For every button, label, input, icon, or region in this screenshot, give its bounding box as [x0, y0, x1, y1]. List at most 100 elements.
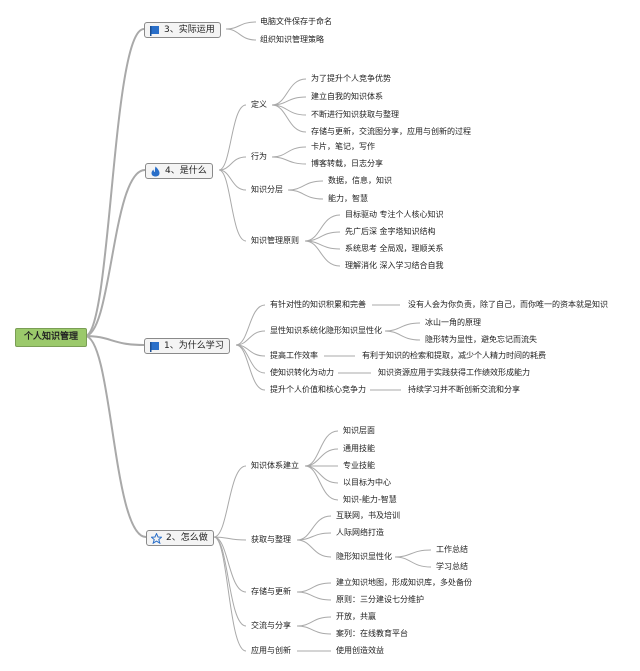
- connector-line: [304, 430, 339, 467]
- connector-line: [218, 169, 247, 242]
- connector-line: [213, 536, 247, 652]
- branch-node-how-to[interactable]: 2、怎么做: [146, 530, 214, 546]
- branch-node-what-is[interactable]: 4、是什么: [145, 163, 213, 179]
- connector-line: [271, 78, 307, 106]
- connector-line: [384, 330, 421, 341]
- branch-label: 2、怎么做: [166, 533, 208, 543]
- leaf-text: 学习总结: [436, 562, 468, 571]
- leaf-text: 知识-能力-智慧: [343, 495, 397, 504]
- connector-line: [213, 536, 247, 627]
- leaf-text: 建立自我的知识体系: [311, 92, 383, 101]
- leaf-text: 没有人会为你负责，除了自己，而你唯一的资本就是知识: [408, 300, 608, 309]
- group-label: 获取与整理: [251, 535, 291, 544]
- branch-node-why-learn[interactable]: 1、为什么学习: [144, 338, 230, 354]
- connector-line: [84, 169, 146, 337]
- leaf-text: 开放，共赢: [336, 612, 376, 621]
- leaf-text: 数据，信息，知识: [328, 176, 392, 185]
- leaf-text: 先广后深 金字塔知识结构: [345, 227, 436, 236]
- connector-line: [84, 28, 145, 337]
- connector-line: [296, 591, 332, 601]
- leaf-text: 知识资源应用于实践获得工作绩效形成能力: [378, 368, 530, 377]
- leaf-text: 存储与更新，交流图分享，应用与创新的过程: [311, 127, 471, 136]
- leaf-text: 有利于知识的检索和提取，减少个人精力时间的耗费: [362, 351, 546, 360]
- connector-line: [235, 344, 266, 374]
- connector-line: [296, 582, 332, 593]
- leaf-text: 为了提升个人竞争优势: [311, 74, 391, 83]
- group-label: 有针对性的知识积累和完善: [270, 300, 366, 309]
- group-label: 应用与创新: [251, 646, 291, 655]
- connector-line: [394, 549, 432, 558]
- group-label: 使知识转化为动力: [270, 368, 334, 377]
- connector-line: [218, 169, 247, 191]
- branch-label: 1、为什么学习: [164, 341, 224, 351]
- leaf-text: 使用创造效益: [336, 646, 384, 655]
- fire-icon: [150, 166, 161, 177]
- leaf-text: 博客转载，日志分享: [311, 159, 383, 168]
- star-icon: [150, 531, 163, 544]
- leaf-text: 不断进行知识获取与整理: [311, 110, 399, 119]
- leaf-text: 工作总结: [436, 545, 468, 554]
- connector-line: [304, 448, 339, 467]
- leaf-text: 隐形转为显性，避免忘记而流失: [425, 335, 537, 344]
- connector-line: [296, 539, 332, 558]
- group-label-layers: 知识分层: [251, 185, 283, 194]
- leaf-text: 系统思考 全局观，理顺关系: [345, 244, 444, 253]
- group-label: 知识体系建立: [251, 461, 299, 470]
- leaf-text: 专业技能: [343, 461, 375, 470]
- connector-line: [296, 515, 332, 541]
- connector-line: [271, 156, 307, 165]
- group-label-behavior: 行为: [251, 152, 267, 161]
- branch-label: 3、实际运用: [164, 25, 215, 35]
- connector-line: [235, 344, 266, 391]
- connector-line: [235, 330, 266, 346]
- connector-line: [287, 189, 324, 200]
- leaf-text: 隐形知识显性化: [336, 552, 392, 561]
- connector-line: [218, 104, 247, 171]
- connector-line: [213, 536, 247, 593]
- leaf-text: 建立知识地图，形成知识库，多处备份: [336, 578, 472, 587]
- leaf-text: 互联网，书及培训: [336, 511, 400, 520]
- branch-node-practical-use[interactable]: 3、实际运用: [144, 22, 221, 38]
- root-node[interactable]: 个人知识管理: [15, 328, 87, 347]
- connector-line: [84, 335, 145, 346]
- leaf-text: 电脑文件保存于命名: [260, 17, 332, 26]
- connector-line: [225, 21, 257, 30]
- connector-line: [384, 322, 421, 332]
- leaf-text: 知识层面: [343, 426, 375, 435]
- connector-line: [296, 616, 332, 627]
- leaf-text: 组织知识管理策略: [260, 35, 324, 44]
- group-label: 提升个人价值和核心竞争力: [270, 385, 366, 394]
- connector-line: [304, 465, 339, 484]
- leaf-text: 理解消化 深入学习结合自我: [345, 261, 444, 270]
- connector-line: [394, 556, 432, 568]
- connector-line: [84, 335, 147, 538]
- leaf-text: 案列：在线教育平台: [336, 629, 408, 638]
- connector-line: [304, 465, 339, 501]
- leaf-text: 卡片，笔记，写作: [311, 142, 375, 151]
- connector-line: [304, 214, 341, 242]
- group-label-principles: 知识管理原则: [251, 236, 299, 245]
- leaf-text: 人际网络打造: [336, 528, 384, 537]
- connector-line: [296, 625, 332, 635]
- connector-line: [213, 536, 247, 541]
- connector-line: [287, 180, 324, 191]
- group-label-definition: 定义: [251, 100, 267, 109]
- connector-line: [271, 104, 307, 133]
- connector-line: [271, 146, 307, 158]
- connector-line: [213, 465, 247, 538]
- connector-line: [296, 532, 332, 541]
- leaf-text: 冰山一角的原理: [425, 318, 481, 327]
- connector-line: [235, 304, 266, 346]
- connector-line: [304, 240, 341, 267]
- group-label: 显性知识系统化隐形知识显性化: [270, 326, 382, 335]
- leaf-text: 持续学习并不断创新交流和分享: [408, 385, 520, 394]
- connector-line: [225, 28, 257, 41]
- group-label: 交流与分享: [251, 621, 291, 630]
- leaf-text: 目标驱动 专注个人核心知识: [345, 210, 444, 219]
- leaf-text: 能力，智慧: [328, 194, 368, 203]
- group-label: 存储与更新: [251, 587, 291, 596]
- flag-icon: [149, 341, 160, 352]
- leaf-text: 通用技能: [343, 444, 375, 453]
- group-label: 提高工作效率: [270, 351, 318, 360]
